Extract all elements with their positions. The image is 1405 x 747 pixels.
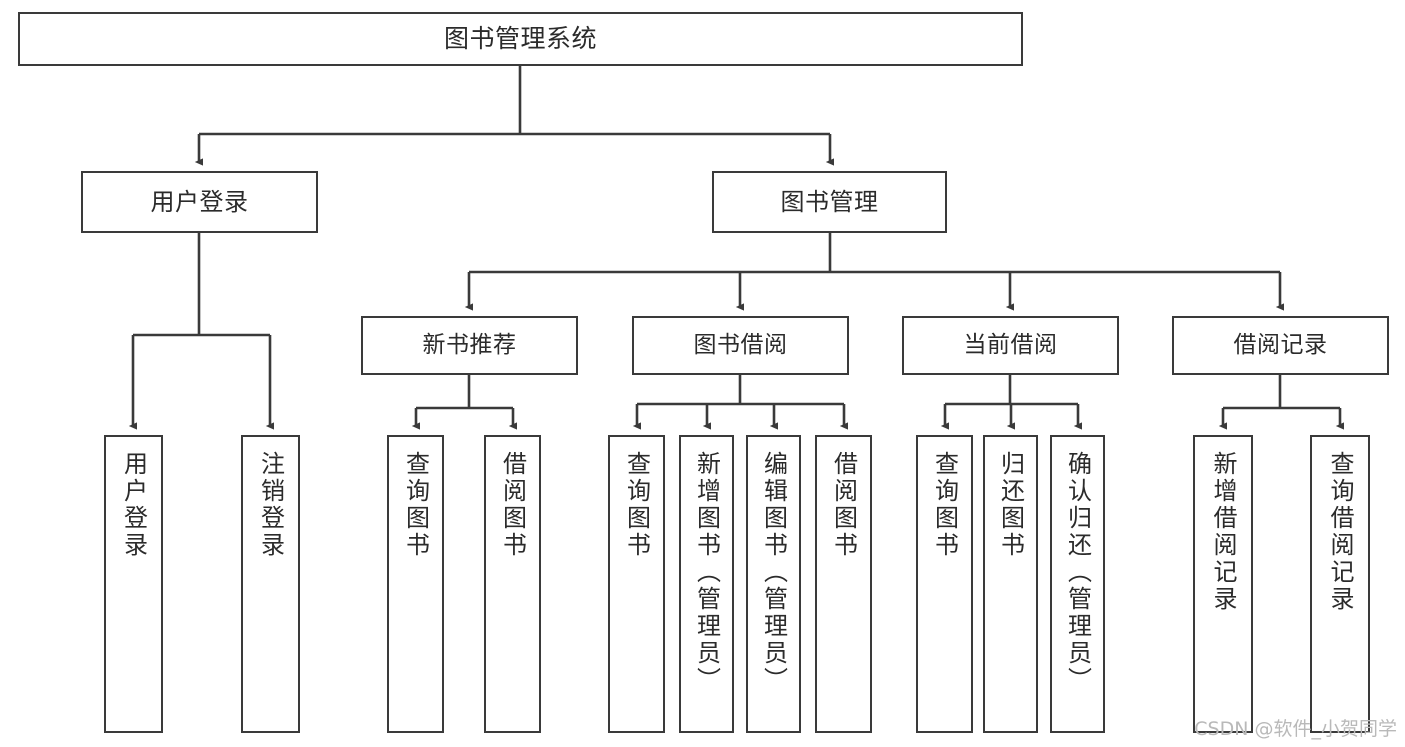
node-book-borrowing-label: 图书借阅 <box>693 331 788 358</box>
leaf-record-add-record[interactable]: 新增借阅记录 <box>1193 435 1253 733</box>
leaf-current-confirm-return-admin[interactable]: 确认归还（管理员） <box>1050 435 1105 733</box>
leaf-borrow-edit-book-admin-label: 编辑图书（管理员） <box>759 451 788 694</box>
node-current-borrowing-label: 当前借阅 <box>963 331 1058 358</box>
leaf-borrow-edit-book-admin[interactable]: 编辑图书（管理员） <box>746 435 801 733</box>
node-book-management[interactable]: 图书管理 <box>712 171 947 233</box>
node-user-login[interactable]: 用户登录 <box>81 171 318 233</box>
leaf-current-return-book-label: 归还图书 <box>996 451 1025 559</box>
leaf-current-return-book[interactable]: 归还图书 <box>983 435 1038 733</box>
node-book-borrowing[interactable]: 图书借阅 <box>632 316 849 375</box>
leaf-current-query-book-label: 查询图书 <box>930 451 959 559</box>
node-borrowing-record-label: 借阅记录 <box>1233 331 1328 358</box>
leaf-record-query-record[interactable]: 查询借阅记录 <box>1310 435 1370 733</box>
leaf-borrow-borrow-book[interactable]: 借阅图书 <box>815 435 872 733</box>
node-root-book-management-system[interactable]: 图书管理系统 <box>18 12 1023 66</box>
leaf-current-query-book[interactable]: 查询图书 <box>916 435 973 733</box>
leaf-borrow-query-book-label: 查询图书 <box>622 451 651 559</box>
leaf-new-book-borrow[interactable]: 借阅图书 <box>484 435 541 733</box>
leaf-new-book-query-label: 查询图书 <box>401 451 430 559</box>
node-current-borrowing[interactable]: 当前借阅 <box>902 316 1119 375</box>
leaf-record-add-record-label: 新增借阅记录 <box>1209 451 1237 613</box>
node-user-login-label: 用户登录 <box>150 187 249 216</box>
leaf-borrow-add-book-admin-label: 新增图书（管理员） <box>692 451 721 694</box>
node-borrowing-record[interactable]: 借阅记录 <box>1172 316 1389 375</box>
leaf-borrow-borrow-book-label: 借阅图书 <box>829 451 858 559</box>
csdn-watermark: CSDN @软件_小贺同学 <box>1194 718 1397 740</box>
node-book-management-label: 图书管理 <box>780 187 879 216</box>
leaf-new-book-query[interactable]: 查询图书 <box>387 435 444 733</box>
leaf-user-login-logout-label: 注销登录 <box>256 451 285 559</box>
node-root-label: 图书管理系统 <box>443 24 597 54</box>
leaf-user-login-logout[interactable]: 注销登录 <box>241 435 300 733</box>
leaf-current-confirm-return-admin-label: 确认归还（管理员） <box>1063 451 1092 694</box>
node-new-book-recommendation-label: 新书推荐 <box>422 331 517 358</box>
leaf-user-login-login[interactable]: 用户登录 <box>104 435 163 733</box>
node-new-book-recommendation[interactable]: 新书推荐 <box>361 316 578 375</box>
leaf-new-book-borrow-label: 借阅图书 <box>498 451 527 559</box>
leaf-borrow-query-book[interactable]: 查询图书 <box>608 435 665 733</box>
leaf-borrow-add-book-admin[interactable]: 新增图书（管理员） <box>679 435 734 733</box>
leaf-record-query-record-label: 查询借阅记录 <box>1326 451 1354 613</box>
leaf-user-login-login-label: 用户登录 <box>119 451 148 559</box>
